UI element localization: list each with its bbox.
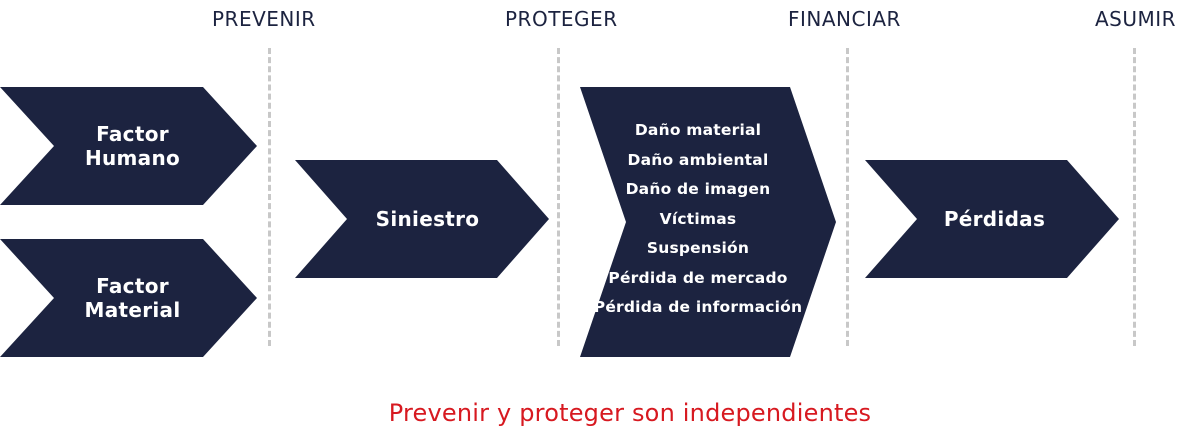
factor-humano-line1: Factor xyxy=(96,122,169,146)
damage-list: Daño material Daño ambiental Daño de ima… xyxy=(580,116,816,323)
damage-item: Pérdida de información xyxy=(593,298,803,316)
phase-divider-proteger xyxy=(557,48,560,346)
phase-label-asumir: ASUMIR xyxy=(1095,7,1177,31)
chevron-perdidas xyxy=(865,160,1119,278)
perdidas-text: Pérdidas xyxy=(943,207,1046,231)
damage-item: Daño de imagen xyxy=(625,180,771,198)
chevron-factor-humano xyxy=(0,87,257,205)
siniestro-text: Siniestro xyxy=(375,207,480,231)
phase-label-prevenir: PREVENIR xyxy=(212,7,316,31)
footnote-text: Prevenir y proteger son independientes xyxy=(388,399,872,427)
label-siniestro: Siniestro xyxy=(325,160,530,278)
damage-item: Daño ambiental xyxy=(627,150,769,169)
label-perdidas: Pérdidas xyxy=(892,160,1097,278)
chevron-factor-material xyxy=(0,239,257,357)
damage-item: Víctimas xyxy=(659,209,737,228)
phase-divider-financiar xyxy=(846,48,849,346)
phase-divider-asumir xyxy=(1133,48,1136,346)
factor-material-line1: Factor xyxy=(96,274,169,298)
damage-item: Suspensión xyxy=(646,239,750,257)
phase-label-proteger: PROTEGER xyxy=(505,7,618,31)
factor-material-line2: Material xyxy=(84,298,181,322)
factor-humano-line2: Humano xyxy=(84,146,181,170)
chevron-damages xyxy=(580,87,836,357)
chevron-siniestro xyxy=(295,160,549,278)
label-factor-material: Factor Material xyxy=(30,239,235,357)
damage-item: Daño material xyxy=(634,121,762,139)
label-factor-humano: Factor Humano xyxy=(30,87,235,205)
phase-divider-prevenir xyxy=(268,48,271,346)
phase-label-financiar: FINANCIAR xyxy=(788,7,901,31)
damage-item: Pérdida de mercado xyxy=(608,268,788,287)
